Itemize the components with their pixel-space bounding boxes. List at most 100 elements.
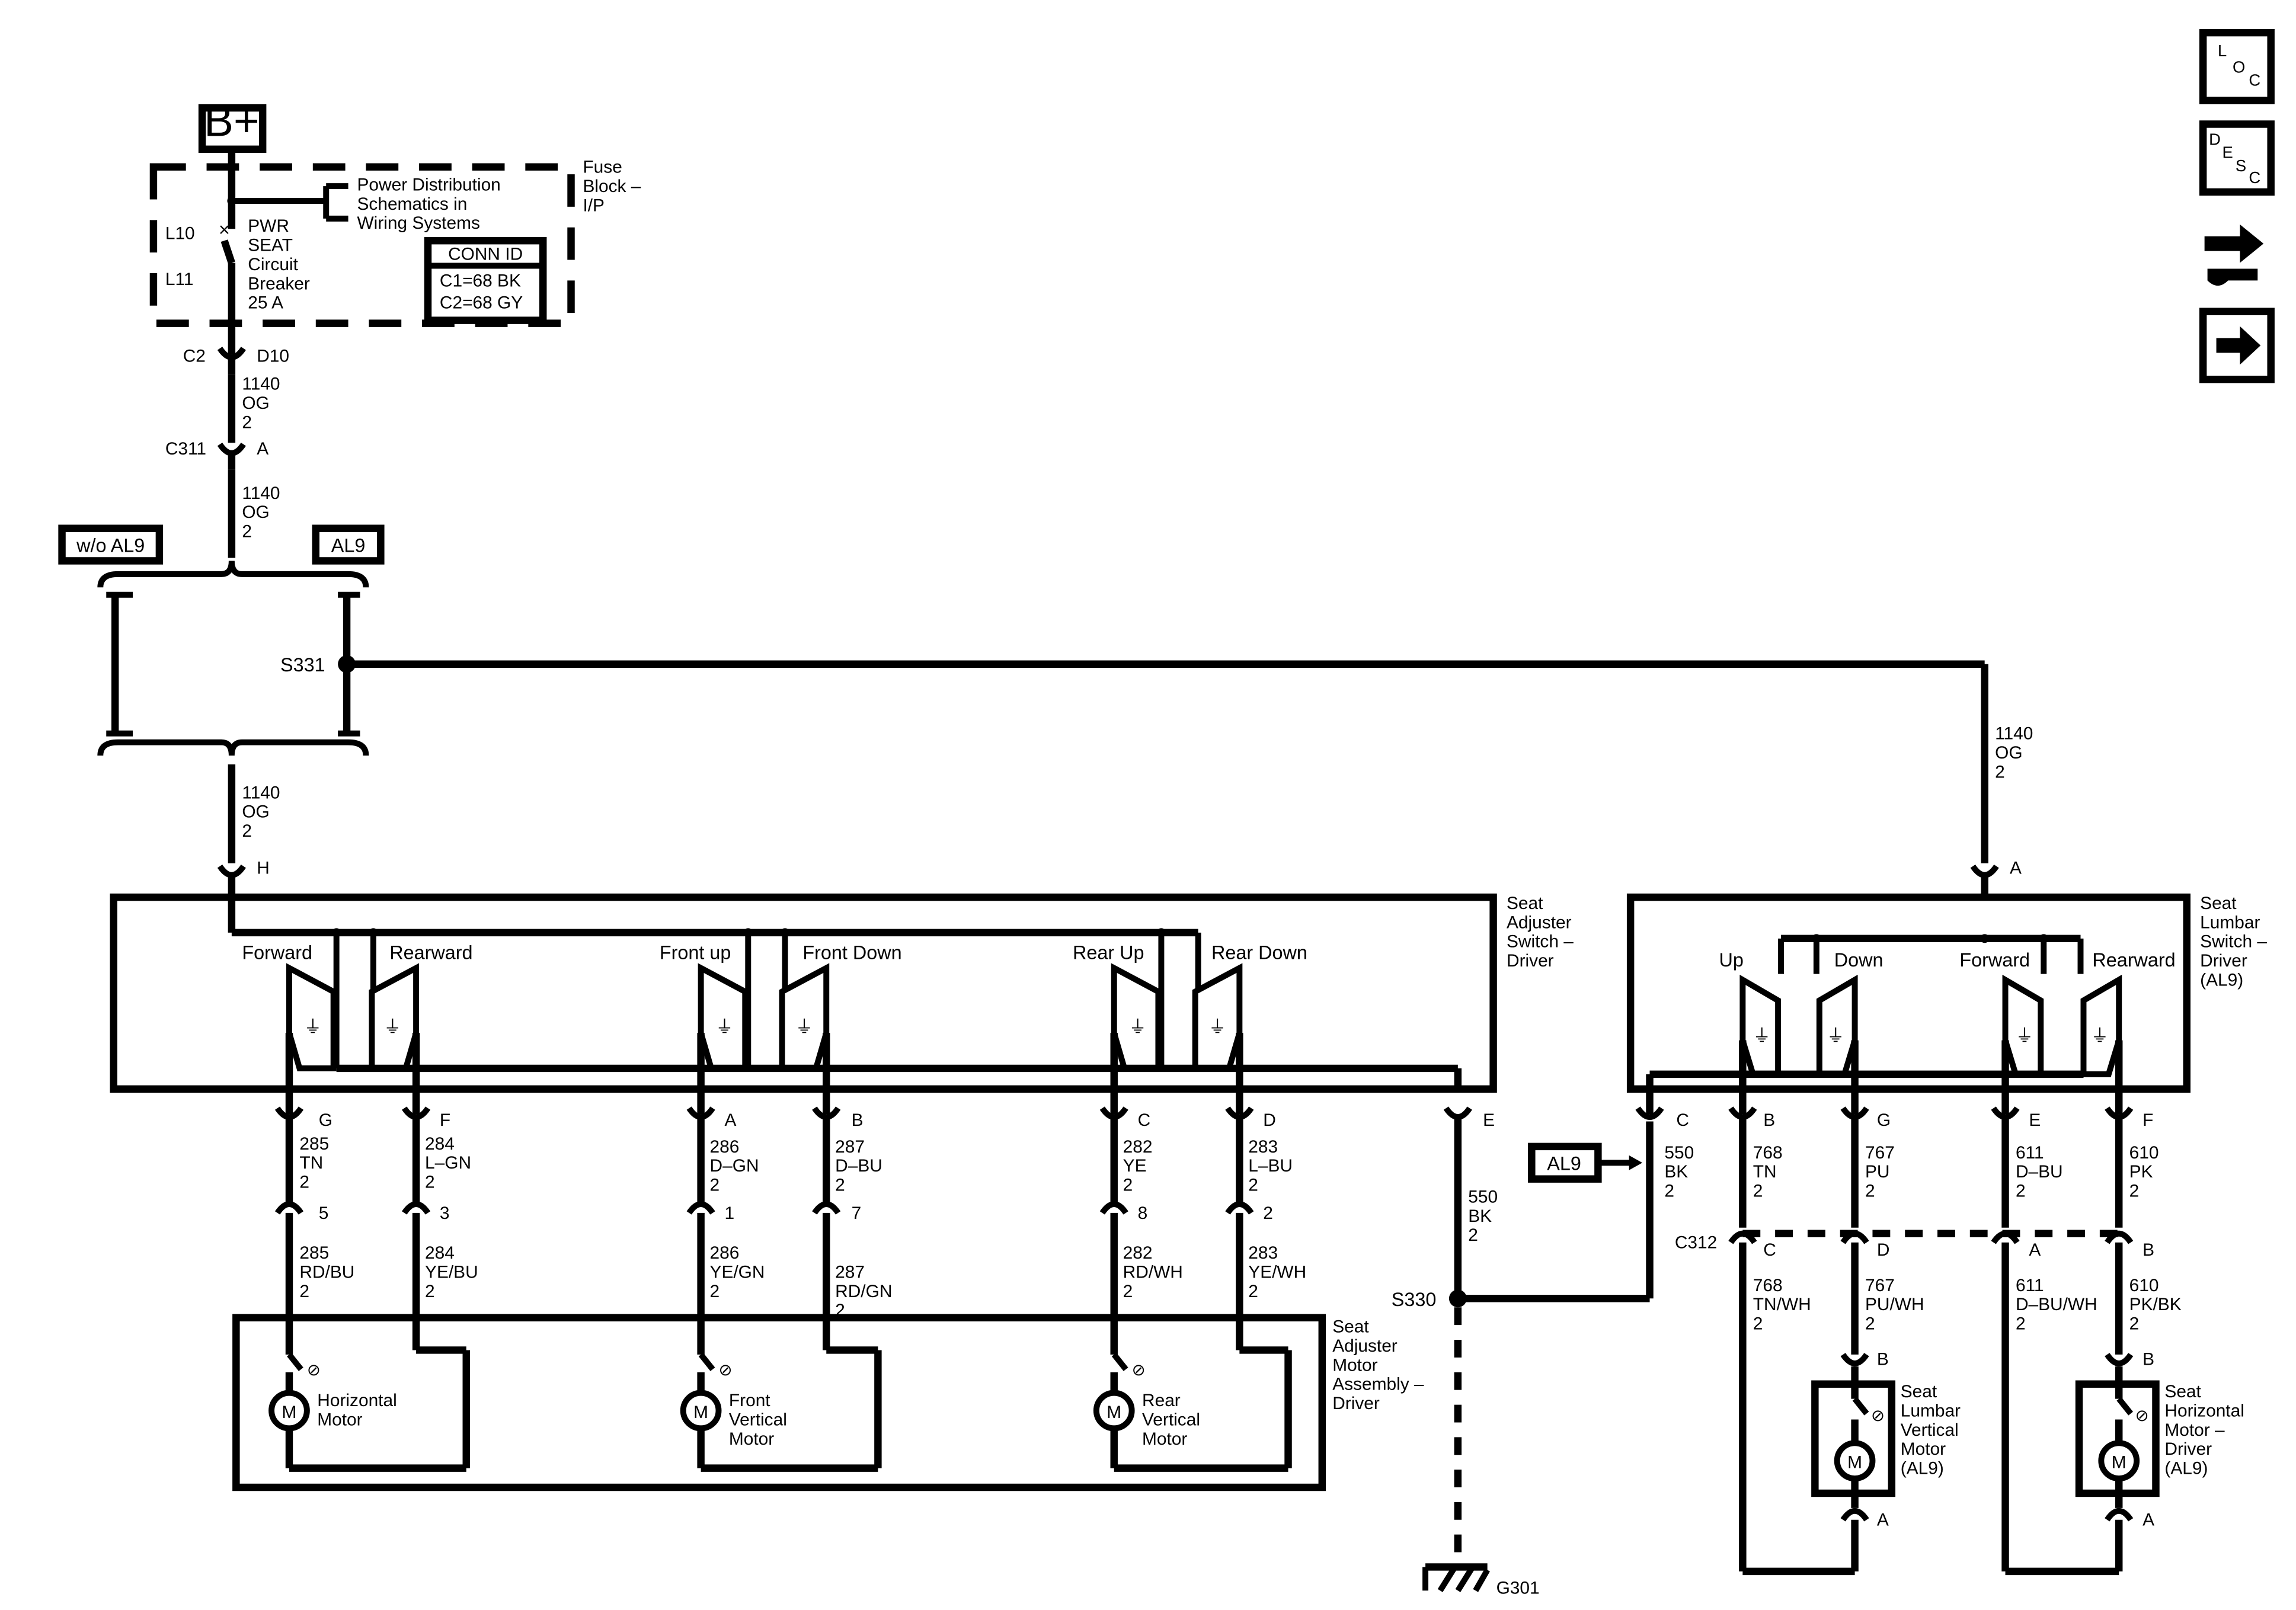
g301-label: G301 [1496,1578,1540,1598]
d10-label: D10 [257,346,289,366]
s330-label: S330 [1392,1289,1437,1310]
svg-text:Adjuster: Adjuster [1332,1336,1398,1356]
seat-lumbar-vertical-motor: B ⊘ M A Seat Lumbar Vertical Motor (AL9) [1742,1349,1961,1576]
svg-text:Motor –: Motor – [2164,1420,2225,1440]
svg-text:Assembly –: Assembly – [1332,1375,1424,1394]
svg-text:M: M [2112,1453,2126,1473]
svg-text:550: 550 [1468,1187,1498,1206]
svg-text:2: 2 [1865,1182,1875,1201]
switch-rear-down-label: Rear Down [1211,942,1307,964]
svg-text:G: G [319,1110,332,1130]
svg-text:PU: PU [1865,1162,1889,1182]
svg-text:(AL9): (AL9) [1901,1459,1944,1478]
conn-id-box: CONN ID C1=68 BK C2=68 GY [424,236,547,324]
switch-front-down-label: Front Down [802,942,901,964]
breaker-x-icon: × [219,219,230,241]
svg-text:RD/WH: RD/WH [1123,1262,1183,1282]
nav-arrow-right-button[interactable] [2199,308,2275,383]
svg-text:⏚: ⏚ [383,1017,401,1037]
power-dist-note-2: Schematics in [357,194,468,214]
fuse-block: Fuse Block – I/P Power Distribution Sche… [149,158,641,354]
svg-text:YE: YE [1123,1156,1147,1176]
svg-text:283: 283 [1248,1243,1278,1263]
lumbar-circuit-e-611: E 611 D–BU 2 A 611 D–BU/WH 2 [1991,1106,2097,1571]
svg-text:⏚: ⏚ [716,1017,734,1037]
svg-text:2: 2 [2016,1314,2026,1334]
svg-text:PK/BK: PK/BK [2129,1295,2182,1314]
wire-1140-seg3: 1140 OG 2 H [217,764,280,898]
switch-forward-label: Forward [242,942,312,964]
connector-c311: C311 A [165,439,268,470]
svg-text:2: 2 [1865,1314,1875,1334]
nav-desc-button[interactable]: D E S C [2199,120,2275,196]
breaker-label-1: PWR [248,216,289,236]
svg-text:Lumbar: Lumbar [2200,913,2260,932]
power-dist-note-1: Power Distribution [357,175,501,195]
wire-1140-color: OG [242,393,269,413]
svg-text:BK: BK [1468,1206,1492,1226]
svg-text:5: 5 [319,1204,329,1223]
wrench-connector-icon[interactable] [2204,224,2264,286]
svg-text:610: 610 [2129,1276,2159,1295]
svg-text:B: B [1763,1110,1775,1130]
svg-text:F: F [2142,1110,2153,1130]
svg-text:2: 2 [710,1176,720,1195]
lumbar-switch: A Seat Lumbar Switch – Driver (AL9) Up D… [1626,858,2267,1115]
svg-text:OG: OG [1995,743,2022,763]
svg-text:S: S [2236,156,2246,175]
svg-text:287: 287 [835,1137,865,1157]
breaker-label-5: 25 A [248,293,283,313]
svg-text:OG: OG [242,502,269,522]
svg-text:Driver: Driver [1332,1394,1380,1413]
svg-text:⏚: ⏚ [2016,1026,2033,1046]
svg-text:D–GN: D–GN [710,1156,759,1176]
svg-text:2: 2 [1995,762,2005,782]
svg-text:2: 2 [425,1282,435,1301]
conn-id-c1: C1=68 BK [440,271,521,290]
svg-text:D–BU: D–BU [2016,1162,2063,1182]
svg-text:O: O [2233,57,2245,76]
wire-1140-seg1: 1140 OG 2 [228,375,280,443]
svg-text:282: 282 [1123,1137,1153,1157]
svg-text:⊘: ⊘ [1871,1406,1885,1425]
svg-text:2: 2 [1248,1176,1258,1195]
svg-text:Horizontal: Horizontal [2164,1401,2244,1420]
svg-text:⊘: ⊘ [2135,1406,2149,1425]
svg-text:⏚: ⏚ [795,1017,813,1037]
switch-symbol-rearward: ⏚ [369,963,420,1071]
circuit-b-287: B 287 D–BU 2 7 287 RD/GN 2 [812,1106,892,1350]
svg-text:2: 2 [425,1173,435,1192]
fuse-block-label-3: I/P [583,196,605,215]
svg-text:Vertical: Vertical [1142,1410,1200,1429]
svg-text:D: D [1877,1240,1890,1260]
svg-text:Horizontal: Horizontal [317,1391,396,1410]
svg-text:L–BU: L–BU [1248,1156,1293,1176]
svg-text:Seat: Seat [2200,894,2237,913]
c312-label: C312 [1675,1233,1717,1253]
svg-text:Vertical: Vertical [1901,1420,1959,1440]
wire-1140-gauge: 2 [242,412,252,432]
rear-vertical-motor: ⊘ M Rear Vertical Motor [1093,1345,1292,1472]
svg-text:611: 611 [2016,1143,2044,1163]
switch-front-up-label: Front up [660,942,731,964]
svg-text:B: B [852,1110,864,1130]
svg-text:PK: PK [2129,1162,2153,1182]
circuit-f-284: F 284 L–GN 2 3 284 YE/BU 2 [402,1106,478,1350]
svg-text:BK: BK [1664,1162,1688,1182]
svg-text:M: M [693,1403,708,1422]
svg-text:Vertical: Vertical [729,1410,787,1429]
thermal-icon: ⊘ [307,1361,321,1379]
svg-text:M: M [1847,1453,1862,1473]
svg-text:RD/BU: RD/BU [299,1262,354,1282]
seat-adjuster-switch-label-3: Switch – [1507,932,1574,952]
conn-id-title: CONN ID [448,245,523,264]
seat-horizontal-motor-driver: B ⊘ M A Seat Horizontal Motor – Driver (… [2005,1349,2244,1576]
nav-loc-button[interactable]: L O C [2199,28,2275,104]
svg-text:2: 2 [2016,1182,2026,1201]
svg-text:⏚: ⏚ [1129,1017,1147,1037]
svg-text:D–BU/WH: D–BU/WH [2016,1295,2097,1314]
svg-text:2: 2 [1753,1314,1763,1334]
svg-text:1: 1 [724,1204,734,1223]
svg-text:2: 2 [1263,1204,1273,1223]
